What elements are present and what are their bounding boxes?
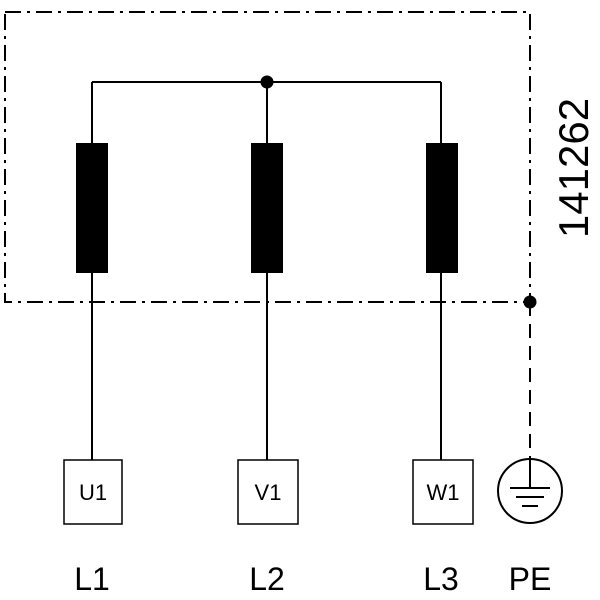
- phase-2: V1 L2: [237, 82, 299, 597]
- earth-icon: [497, 458, 563, 524]
- terminal-label-1: U1: [79, 480, 107, 505]
- phase-1: U1 L1: [63, 82, 123, 597]
- terminal-label-2: V1: [255, 480, 282, 505]
- phase-3: W1 L3: [412, 82, 474, 597]
- protective-earth: PE: [497, 295, 563, 597]
- winding-3: [426, 143, 458, 273]
- winding-1: [76, 143, 108, 273]
- earth-label: PE: [509, 561, 552, 597]
- diagram-code: 141262: [550, 98, 597, 238]
- terminal-label-3: W1: [427, 480, 460, 505]
- line-label-1: L1: [74, 561, 110, 597]
- line-label-3: L3: [423, 561, 459, 597]
- terminal-box-2: [237, 459, 299, 525]
- terminal-box-3: [412, 459, 474, 525]
- terminal-box-1: [63, 459, 123, 525]
- line-label-2: L2: [249, 561, 285, 597]
- winding-2: [251, 143, 283, 273]
